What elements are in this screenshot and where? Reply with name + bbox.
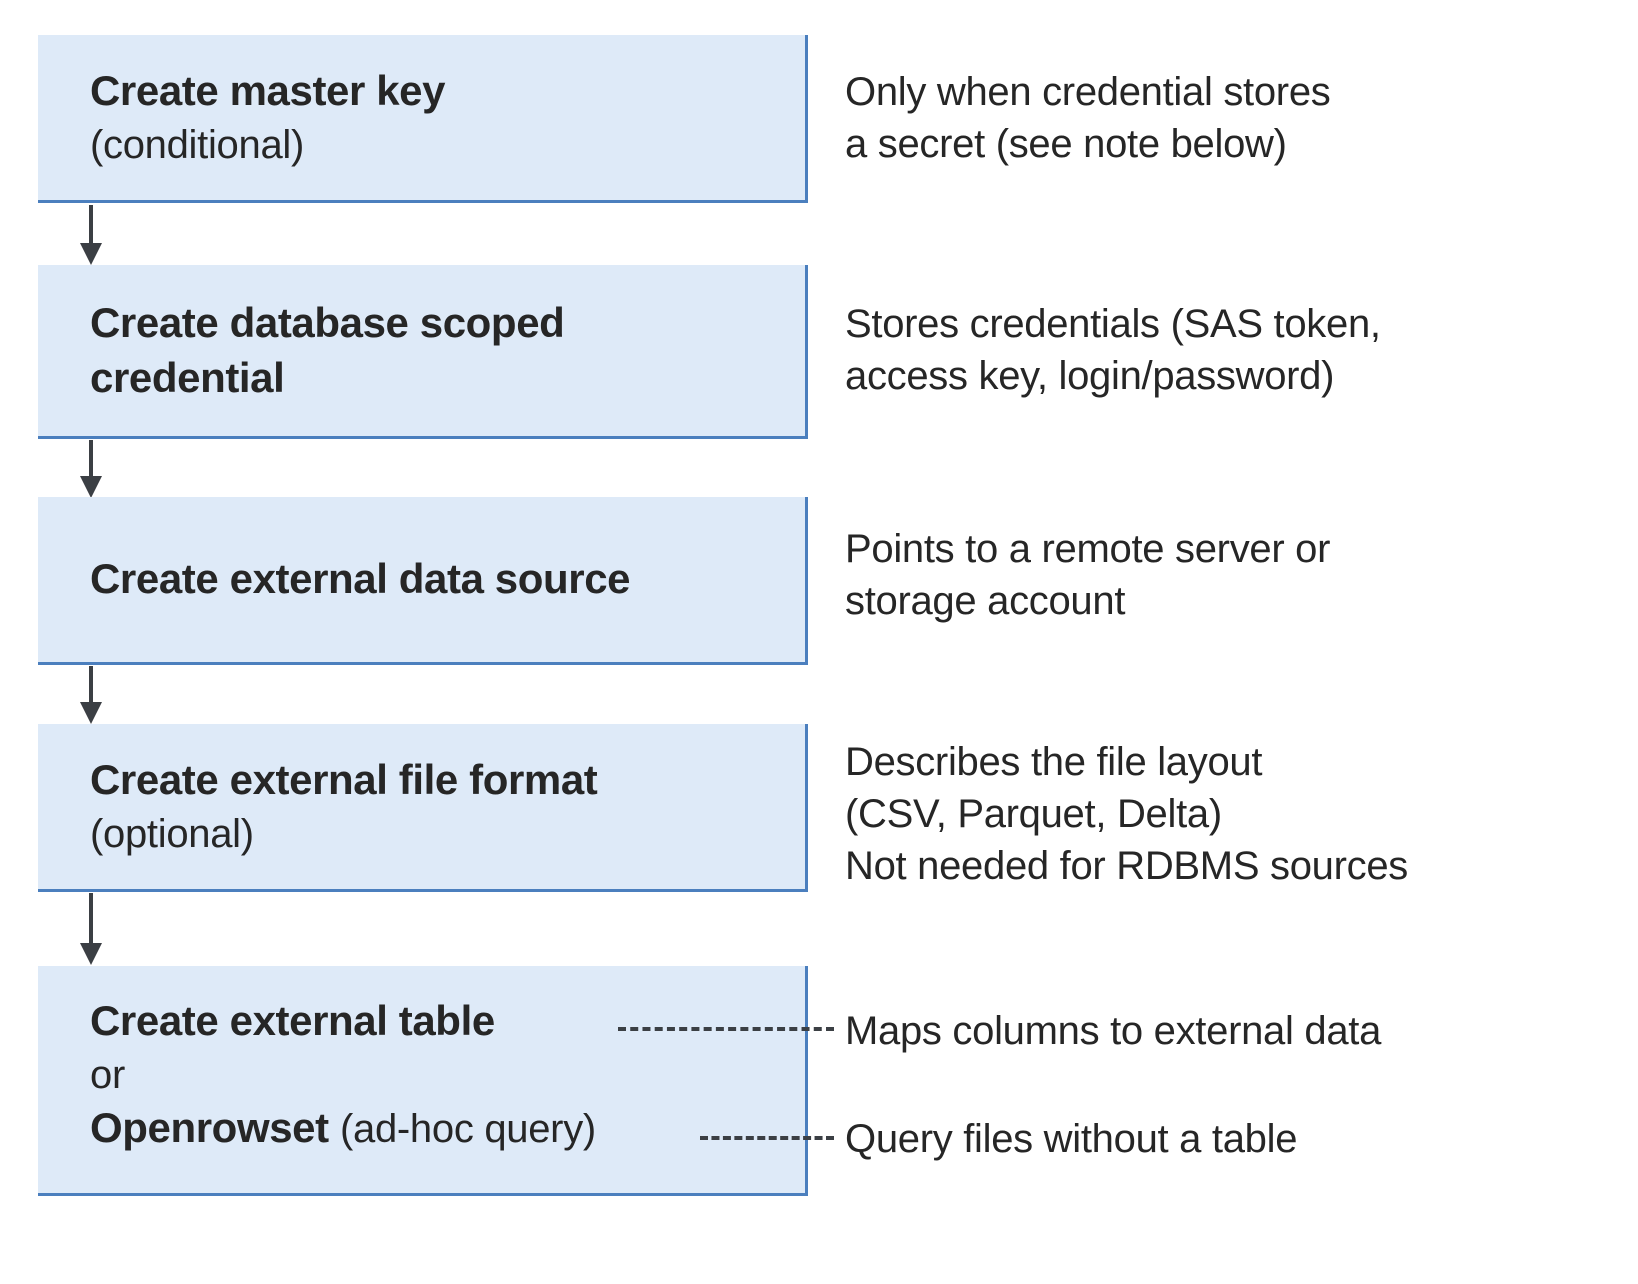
note-credential-line-1: Stores credentials (SAS token, xyxy=(845,302,1381,346)
dashed-connector-openrowset xyxy=(700,1136,834,1140)
note-file-format-line-1: Describes the file layout xyxy=(845,740,1263,784)
arrow-head xyxy=(80,702,102,724)
node-master-key-qualifier: (conditional) xyxy=(90,122,304,167)
arrow-head xyxy=(80,943,102,965)
arrow-stem xyxy=(89,205,93,245)
arrow-down-icon xyxy=(80,205,102,265)
note-file-format-line-2: (CSV, Parquet, Delta) xyxy=(845,792,1222,836)
dashed-connector-external-table xyxy=(618,1027,834,1031)
node-credential-title-line-1: Create database scoped xyxy=(90,298,565,346)
arrow-stem xyxy=(89,893,93,945)
arrow-down-icon xyxy=(80,440,102,498)
note-credential-line-2: access key, login/password) xyxy=(845,354,1335,398)
node-table-separator: or xyxy=(90,1052,125,1097)
node-create-master-key[interactable]: Create master key (conditional) xyxy=(38,35,808,203)
arrow-head xyxy=(80,243,102,265)
note-data-source-line-1: Points to a remote server or xyxy=(845,527,1331,571)
node-table-title: Create external table xyxy=(90,997,495,1044)
note-create-master-key: Only when credential stores a secret (se… xyxy=(845,66,1331,170)
node-openrowset-title: Openrowset (ad-hoc query) xyxy=(90,1101,805,1156)
note-create-external-file-format: Describes the file layout (CSV, Parquet,… xyxy=(845,736,1408,892)
arrow-down-icon xyxy=(80,666,102,724)
node-create-external-data-source[interactable]: Create external data source xyxy=(38,497,808,665)
arrow-down-icon xyxy=(80,893,102,966)
arrow-stem xyxy=(89,666,93,704)
note-master-key-line-1: Only when credential stores xyxy=(845,70,1331,114)
note-create-database-scoped-credential: Stores credentials (SAS token, access ke… xyxy=(845,298,1381,402)
node-create-external-table-or-openrowset[interactable]: Create external table or Openrowset (ad-… xyxy=(38,966,808,1196)
node-file-format-qualifier: (optional) xyxy=(90,811,254,856)
note-data-source-line-2: storage account xyxy=(845,579,1126,623)
node-master-key-title: Create master key xyxy=(90,67,446,115)
node-data-source-title: Create external data source xyxy=(90,555,631,603)
node-openrowset-label: Openrowset xyxy=(90,1103,329,1151)
node-credential-title-line-2: credential xyxy=(90,353,285,401)
note-master-key-line-2: a secret (see note below) xyxy=(845,122,1287,166)
node-create-external-file-format[interactable]: Create external file format (optional) xyxy=(38,724,808,892)
node-create-database-scoped-credential[interactable]: Create database scoped credential xyxy=(38,265,808,439)
arrow-stem xyxy=(89,440,93,478)
node-file-format-title: Create external file format xyxy=(90,756,598,804)
note-create-external-table: Maps columns to external data xyxy=(845,1009,1382,1053)
node-openrowset-qualifier: (ad-hoc query) xyxy=(340,1106,596,1151)
note-create-external-data-source: Points to a remote server or storage acc… xyxy=(845,523,1330,627)
note-openrowset: Query files without a table xyxy=(845,1117,1298,1161)
arrow-head xyxy=(80,476,102,498)
note-file-format-line-3: Not needed for RDBMS sources xyxy=(845,844,1408,888)
